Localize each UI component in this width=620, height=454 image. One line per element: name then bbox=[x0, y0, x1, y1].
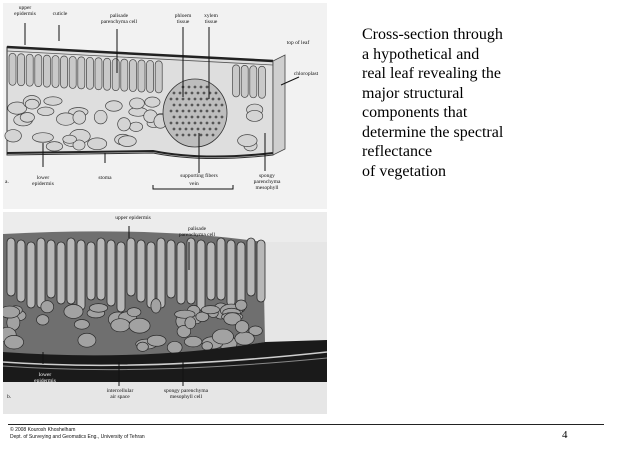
slide-caption: Cross-section through a hypothetical and… bbox=[362, 25, 602, 181]
caption-line: major structural bbox=[362, 84, 464, 102]
label-upper-epidermis-b: upper epidermis bbox=[115, 215, 151, 221]
label-intercellular-air-space: intercellular air space bbox=[106, 388, 134, 400]
label-chloroplast: chloroplast bbox=[293, 71, 319, 77]
label-spongy-b: spongy parenchyma mesophyll cell bbox=[163, 388, 209, 400]
label-supporting-fibers: supporting fibers bbox=[180, 173, 218, 179]
label-upper-epidermis-a: upper epidermis bbox=[14, 5, 36, 17]
caption-line: Cross-section through bbox=[362, 26, 503, 43]
leaf-diagram-drawing bbox=[4, 23, 300, 190]
page-number: 4 bbox=[562, 429, 568, 441]
label-palisade-a: palisade parenchyma cell bbox=[100, 13, 138, 25]
footer-divider bbox=[8, 424, 604, 425]
label-cuticle: cuticle bbox=[52, 11, 68, 17]
leaf-micrograph: upper epidermis palisade parenchyma cell… bbox=[3, 212, 327, 414]
label-vein: vein bbox=[179, 181, 209, 187]
caption-line: a hypothetical and bbox=[362, 45, 480, 63]
caption-line: real leaf revealing the bbox=[362, 65, 502, 82]
footer-copyright: © 2008 Kourosh Khoshelham bbox=[10, 427, 76, 433]
label-stoma: stoma bbox=[98, 175, 112, 181]
label-palisade-b: palisade parenchyma cell bbox=[178, 226, 216, 238]
label-spongy-a: spongy parenchyma mesophyll bbox=[253, 173, 281, 191]
panel-letter-b: b. bbox=[7, 394, 12, 400]
label-top-of-leaf: top of leaf bbox=[286, 40, 310, 46]
caption-line: of vegetation bbox=[362, 162, 446, 180]
caption-line: reflectance bbox=[362, 143, 433, 160]
leaf-micrograph-drawing bbox=[3, 212, 327, 414]
leaf-cross-section-diagram: upper epidermis cuticle palisade parench… bbox=[3, 3, 327, 209]
label-xylem: xylem tissue bbox=[204, 13, 218, 25]
footer-credit: © 2008 Kourosh Khoshelham Dept. of Surve… bbox=[10, 427, 145, 441]
panel-letter-a: a. bbox=[5, 179, 9, 185]
caption-line: components that bbox=[362, 104, 468, 121]
label-lower-epidermis-b: lower epidermis bbox=[34, 372, 56, 384]
footer-affiliation: Dept. of Surveying and Geomatics Eng., U… bbox=[10, 434, 145, 440]
label-phloem: phloem tissue bbox=[174, 13, 192, 25]
caption-line: determine the spectral bbox=[362, 123, 504, 141]
label-lower-epidermis-a: lower epidermis bbox=[32, 175, 54, 187]
